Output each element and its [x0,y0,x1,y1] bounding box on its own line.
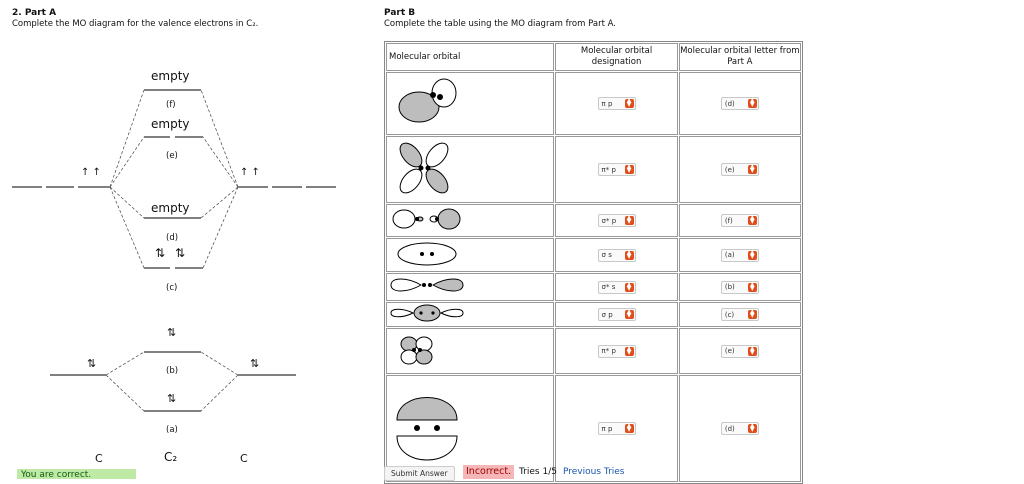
level-letter-b: (b) [166,366,179,376]
orbital-image [386,302,555,327]
sigma-s-orbital-image [397,242,457,266]
select-arrows-icon: ▲▼ [624,164,634,174]
letter-select[interactable]: (d)▲▼ [720,97,759,110]
correct-banner: You are correct. [17,469,136,479]
letter-select[interactable]: (a)▲▼ [720,248,759,262]
select-arrows-icon: ▲▼ [624,309,634,319]
select-arrows-icon: ▲▼ [747,281,757,292]
electron-pair-s-right: ⇅ [250,357,260,370]
table-row: σ* s▲▼ (b)▲▼ [386,273,801,301]
table-row: σ s▲▼ (a)▲▼ [386,238,801,272]
select-arrows-icon: ▲▼ [747,309,757,319]
select-arrows-icon: ▲▼ [747,215,757,225]
select-arrows-icon: ▲▼ [747,423,757,433]
level-letter-d: (d) [166,233,179,243]
mo-table: Molecular orbital Molecular orbital desi… [384,41,803,484]
electron-pair-s-left: ⇅ [87,357,97,370]
designation-select[interactable]: π p▲▼ [597,97,636,110]
table-row: π p▲▼ (d)▲▼ [386,72,801,135]
electron-pair-a: ⇅ [167,392,177,405]
designation-select[interactable]: π* p▲▼ [597,344,636,358]
designation-select[interactable]: σ s▲▼ [597,248,636,262]
select-arrows-icon: ▲▼ [624,98,634,108]
letter-select[interactable]: (d)▲▼ [720,422,759,435]
atom-left-label: C [95,452,103,465]
empty-label-mid: empty [151,117,190,131]
part-b-title: Part B [384,8,416,18]
pi-star-p-orbital-image-2 [400,336,433,365]
table-row: π* p▲▼ (e)▲▼ [386,328,801,374]
electron-pair-b: ⇅ [167,326,177,339]
header-letter: Molecular orbital letter from Part A [678,43,801,71]
table-row: σ* p▲▼ (f)▲▼ [386,204,801,237]
mo-diagram [12,89,336,412]
electron-arrows-left-p: ↑ ↑ [81,167,101,178]
level-letter-f: (f) [166,100,176,110]
atom-right-label: C [240,452,248,465]
header-designation: Molecular orbital designation [555,43,678,71]
pi-p-orbital-image [398,78,457,123]
sigma-star-p-orbital-image [392,208,461,230]
select-arrows-icon: ▲▼ [747,98,757,108]
select-arrows-icon: ▲▼ [624,215,634,225]
electron-pair-d-2: ⇅ [175,246,186,260]
orbital-image [386,238,555,272]
select-arrows-icon: ▲▼ [624,281,634,292]
feedback-incorrect-badge: Incorrect. [463,465,515,479]
letter-select[interactable]: (c)▲▼ [720,308,759,321]
level-letter-e: (e) [166,151,178,161]
orbital-image [386,72,555,135]
sigma-p-orbital-image [390,304,464,322]
empty-label-low: empty [151,201,190,215]
table-row: σ p▲▼ (c)▲▼ [386,302,801,327]
select-arrows-icon: ▲▼ [624,249,634,260]
molecule-label: C₂ [164,450,178,464]
level-letter-c: (c) [166,283,178,293]
letter-select[interactable]: (f)▲▼ [720,214,759,227]
orbital-image [386,204,555,237]
tries-count: Tries 1/5 [519,467,557,477]
pi-p-orbital-image-2 [396,397,458,461]
sigma-star-s-orbital-image [390,278,464,292]
header-molecular-orbital: Molecular orbital [386,43,555,71]
select-arrows-icon: ▲▼ [624,345,634,356]
letter-select[interactable]: (e)▲▼ [720,344,759,358]
letter-select[interactable]: (e)▲▼ [720,163,759,176]
designation-select[interactable]: σ* p▲▼ [597,214,636,227]
select-arrows-icon: ▲▼ [747,249,757,260]
part-a-title: 2. Part A [12,8,57,18]
table-row: π* p▲▼ (e)▲▼ [386,136,801,203]
select-arrows-icon: ▲▼ [747,345,757,356]
designation-select[interactable]: π p▲▼ [597,422,636,435]
select-arrows-icon: ▲▼ [747,164,757,174]
orbital-image [386,136,555,203]
previous-tries-link[interactable]: Previous Tries [563,467,625,477]
part-b-instruction: Complete the table using the MO diagram … [384,19,616,29]
select-arrows-icon: ▲▼ [624,423,634,433]
part-a-instruction: Complete the MO diagram for the valence … [12,19,259,29]
empty-label-top: empty [151,69,190,83]
level-letter-a: (a) [166,425,178,435]
electron-arrows-right-p: ↑ ↑ [240,167,260,178]
orbital-image [386,273,555,301]
orbital-image [386,328,555,374]
letter-select[interactable]: (b)▲▼ [720,280,759,294]
pi-star-p-orbital-image [399,142,449,194]
designation-select[interactable]: σ* s▲▼ [597,280,636,294]
electron-pair-d-1: ⇅ [155,246,166,260]
designation-select[interactable]: σ p▲▼ [597,308,636,321]
designation-select[interactable]: π* p▲▼ [597,163,636,176]
